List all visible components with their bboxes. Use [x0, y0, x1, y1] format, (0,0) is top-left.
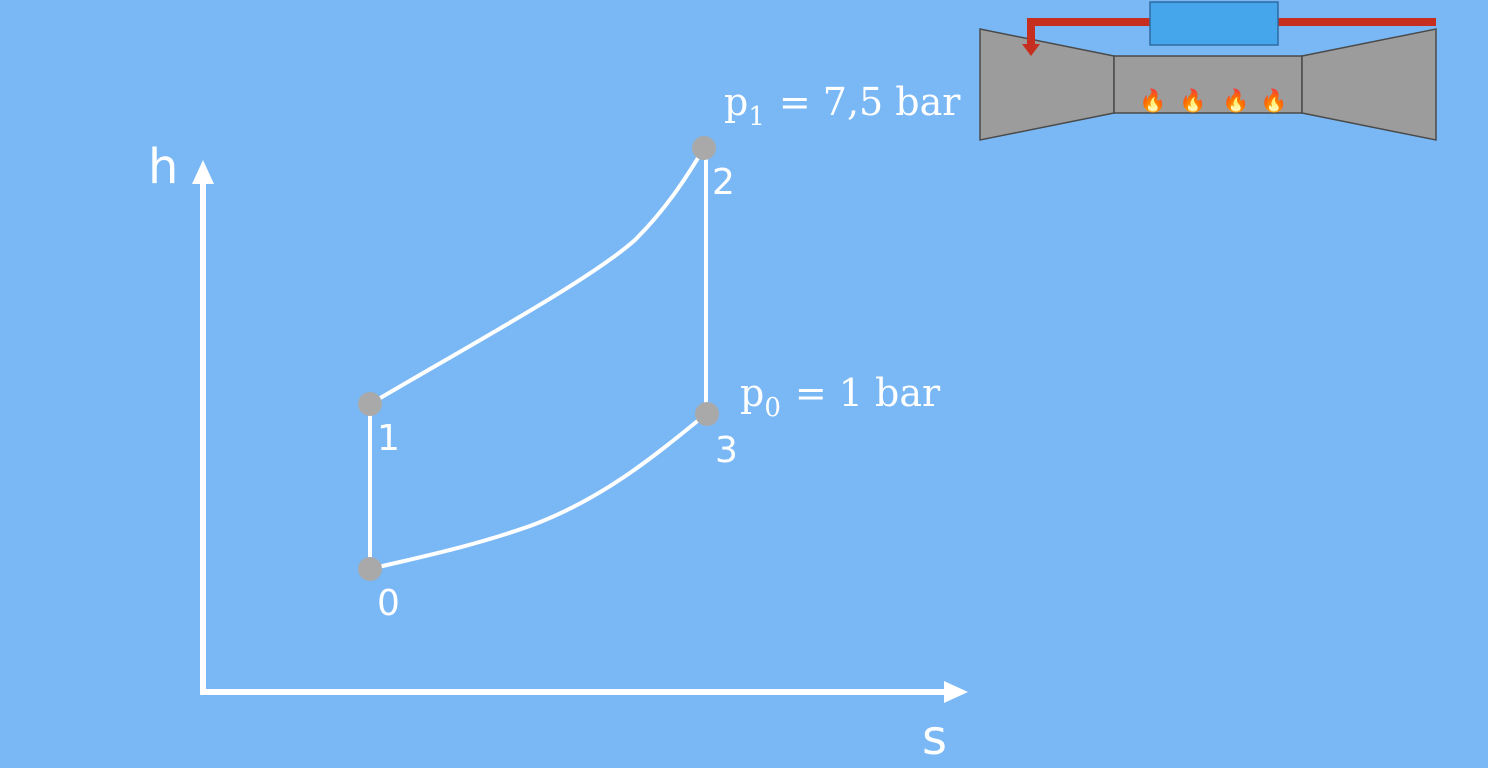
- state-point-2: [692, 136, 716, 160]
- shaft-arrowhead-icon: [1022, 44, 1040, 56]
- isobar-label-p1: p1 = 7,5 bar: [724, 80, 961, 132]
- y-axis-label: h: [148, 139, 178, 195]
- combustion-chamber: [1113, 55, 1303, 114]
- process-1-2: [368, 146, 706, 406]
- x-axis-arrowhead: [944, 681, 968, 703]
- state-point-0: [358, 557, 382, 581]
- point-label-1: 1: [377, 418, 400, 459]
- x-axis-label: s: [922, 710, 947, 766]
- point-label-3: 3: [715, 430, 738, 471]
- flame-icon: 🔥: [1179, 88, 1206, 114]
- isobar-p0-symbol: p: [740, 371, 764, 415]
- axes: h s: [148, 139, 968, 766]
- isobar-p0-subscript: 0: [764, 393, 781, 423]
- point-label-2: 2: [712, 162, 735, 203]
- isobar-label-p0: p0 = 1 bar: [740, 371, 941, 423]
- state-point-3: [695, 402, 719, 426]
- state-point-1: [358, 392, 382, 416]
- point-label-0: 0: [377, 583, 400, 624]
- y-axis-arrowhead: [192, 160, 214, 184]
- isobar-p1-value: = 7,5 bar: [779, 80, 961, 124]
- isobar-p0-value: = 1 bar: [795, 371, 941, 415]
- cycle-process: [368, 146, 708, 571]
- flame-icon: 🔥: [1260, 88, 1287, 114]
- state-points: [358, 136, 719, 581]
- generator-box: [1149, 1, 1279, 46]
- shaft-line: [1027, 18, 1436, 46]
- gas-turbine-icon: 🔥 🔥 🔥 🔥: [979, 1, 1437, 141]
- isobar-p1-subscript: 1: [748, 102, 765, 132]
- flame-icon: 🔥: [1222, 88, 1249, 114]
- turbine-section: [1301, 28, 1437, 141]
- compressor-section: [979, 28, 1115, 141]
- process-3-0: [368, 412, 708, 571]
- flame-icon: 🔥: [1139, 88, 1166, 114]
- isobar-p1-symbol: p: [724, 80, 748, 124]
